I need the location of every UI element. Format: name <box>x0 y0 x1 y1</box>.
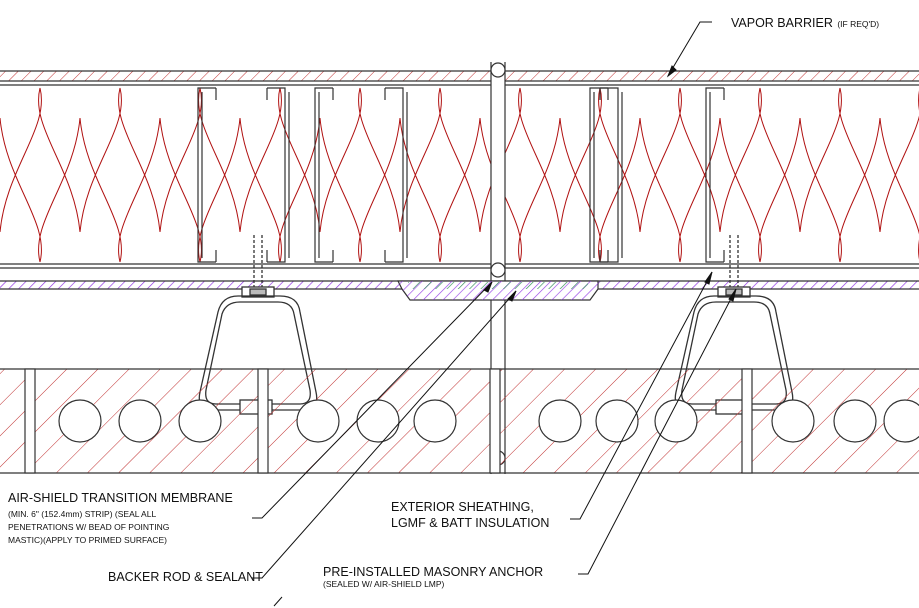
masonry-core <box>58 399 102 443</box>
backer-rod <box>490 262 506 278</box>
steel-stud <box>385 87 408 263</box>
sheathing-label-line-1: EXTERIOR SHEATHING, <box>391 500 534 514</box>
masonry-core <box>178 399 222 443</box>
sheathing-label-line-2: LGMF & BATT INSULATION <box>391 516 550 531</box>
air-barrier-membrane <box>0 280 919 301</box>
vapor-barrier-layer <box>0 70 919 86</box>
vapor-barrier-label: VAPOR BARRIER (IF REQ'D) <box>731 14 879 32</box>
masonry-web <box>257 368 269 474</box>
steel-stud <box>314 87 333 263</box>
masonry-core <box>413 399 457 443</box>
masonry-core <box>538 399 582 443</box>
vapor-barrier-label-main: VAPOR BARRIER <box>731 16 833 30</box>
masonry-core <box>296 399 340 443</box>
leader-anchor <box>578 288 737 575</box>
vapor-barrier-label-sub: (IF REQ'D) <box>837 19 880 29</box>
masonry-core <box>356 399 400 443</box>
leader-vapor-barrier <box>667 21 712 77</box>
transition-membrane-line-1: (MIN. 6" (152.4mm) STRIP) (SEAL ALL <box>8 509 157 520</box>
masonry-veneer <box>0 368 919 474</box>
transition-membrane-title: AIR-SHIELD TRANSITION MEMBRANE <box>8 491 233 505</box>
masonry-core <box>595 399 639 443</box>
steel-studs <box>197 87 725 263</box>
masonry-core <box>883 399 919 443</box>
masonry-core <box>833 399 877 443</box>
leader-sheathing <box>570 271 713 520</box>
transition-membrane-line-3: MASTIC)(APPLY TO PRIMED SURFACE) <box>8 534 168 545</box>
transition-membrane-line-2: PENETRATIONS W/ BEAD OF POINTING <box>8 522 170 533</box>
masonry-core <box>654 399 698 443</box>
leader-backer-rod <box>252 290 517 579</box>
steel-stud <box>197 87 216 263</box>
transition-membrane-label: AIR-SHIELD TRANSITION MEMBRANE (MIN. 6" … <box>8 491 233 546</box>
masonry-web <box>489 368 501 474</box>
anchor-label-sub: (SEALED W/ AIR-SHIELD LMP) <box>323 579 445 590</box>
transition-membrane-strip <box>408 282 588 289</box>
steel-stud <box>589 87 608 263</box>
steel-stud <box>705 87 724 263</box>
leader-extra <box>273 596 283 607</box>
steel-stud <box>600 87 623 263</box>
masonry-core <box>771 399 815 443</box>
backer-rod-top <box>490 62 506 78</box>
leader-lines <box>252 21 737 607</box>
batt-insulation <box>0 87 919 269</box>
backer-rod-label: BACKER ROD & SEALANT <box>108 570 263 584</box>
leader-transition-membrane <box>252 281 493 519</box>
masonry-web <box>24 368 36 474</box>
masonry-web <box>741 368 753 474</box>
masonry-core <box>118 399 162 443</box>
anchor-label: PRE-INSTALLED MASONRY ANCHOR (SEALED W/ … <box>323 565 543 590</box>
steel-stud <box>267 87 290 263</box>
sheathing-label: EXTERIOR SHEATHING, LGMF & BATT INSULATI… <box>391 500 549 531</box>
anchor-label-main: PRE-INSTALLED MASONRY ANCHOR <box>323 565 544 579</box>
